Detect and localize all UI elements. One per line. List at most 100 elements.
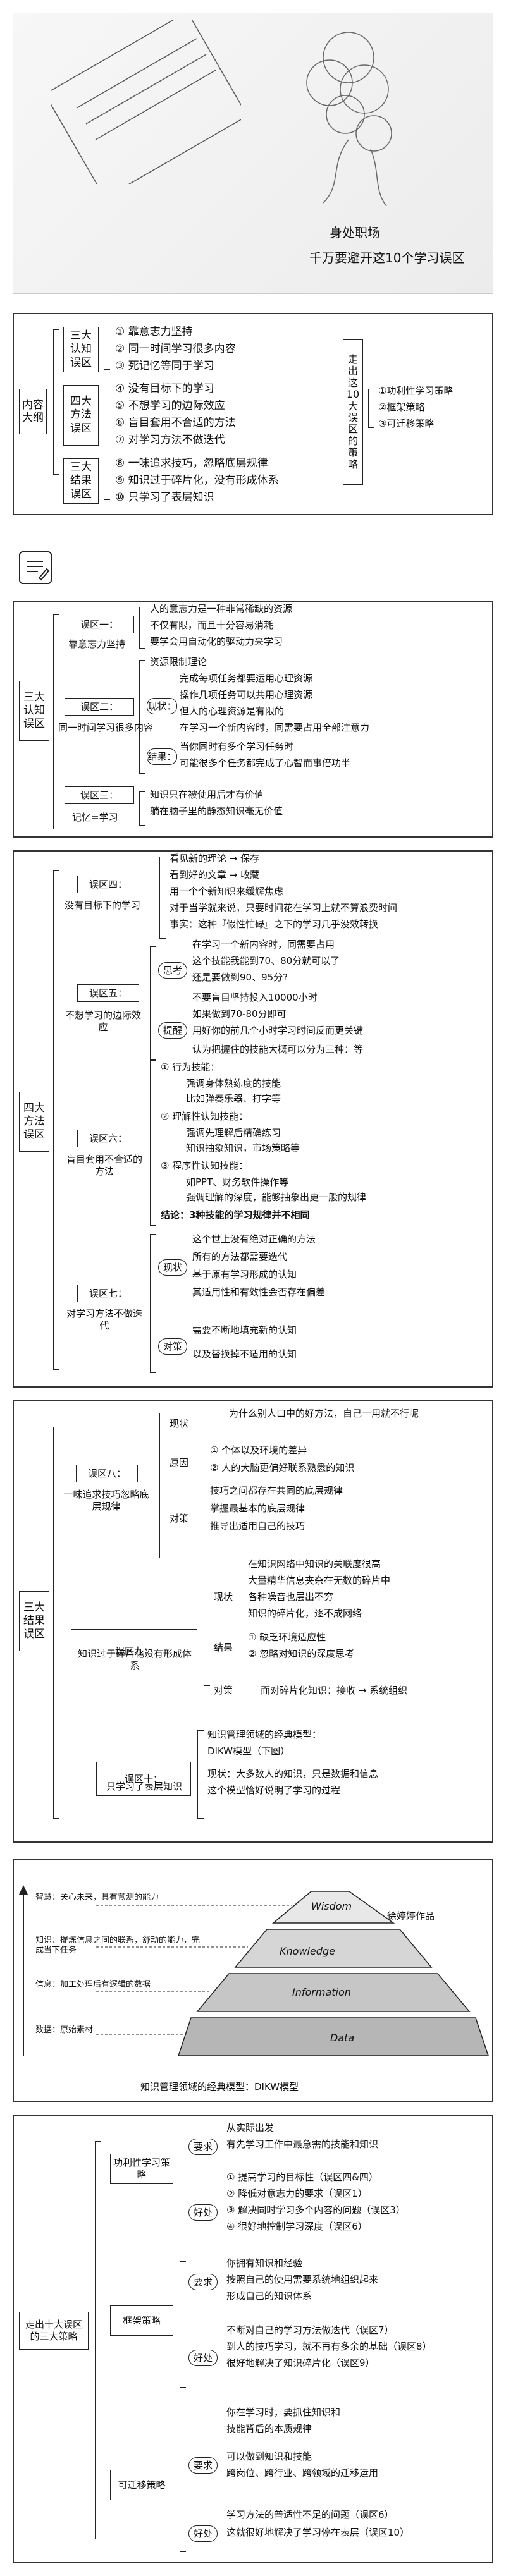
overview-item: ⑤ 不想学习的边际效应 [115, 400, 225, 412]
overview-item: ⑦ 对学习方法不做迭代 [115, 434, 225, 446]
strategy-s3-name: 可迁移策略 [110, 2470, 173, 2500]
tag-badge: 对策 [158, 1338, 187, 1355]
text-line: 推导出适用自己的技巧 [210, 1520, 305, 1532]
cognitive-e1-name: 误区一： [65, 616, 134, 633]
text-line: 很好地解决了知识碎片化（误区9） [226, 2357, 375, 2369]
dikw-label-information: Information [292, 1986, 351, 1998]
tag-badge: 要求 [188, 2274, 218, 2290]
overview-item: ⑥ 盲目套用不合适的方法 [115, 417, 236, 429]
strategy-title: 走出十大误区的三大策略 [19, 2312, 89, 2350]
text-line: 这个技能我能到70、80分就可以了 [192, 955, 340, 967]
text-line: 大量精华信息夹杂在无数的碎片中 [248, 1575, 391, 1586]
overview-item: ③ 死记忆等同于学习 [115, 360, 214, 372]
overview-group-3: 三大结果误区 [63, 458, 99, 504]
result-e9-sub: 知识过于碎片化没有形成体系 [77, 1648, 192, 1671]
text-line: 强调先理解后精确练习 [186, 1127, 281, 1138]
flower-sketch [306, 32, 392, 207]
text-line: 所有的方法都需要迭代 [192, 1251, 288, 1262]
text-line: 形成自己的知识体系 [226, 2290, 312, 2302]
text-line: 可能很多个任务都完成了心智而事倍功半 [180, 757, 351, 769]
text-line: 事实：这种『假性忙碌』之下的学习几乎没效转换 [170, 919, 379, 930]
text-line: 掌握最基本的底层规律 [210, 1503, 305, 1514]
text-line: 这个世上没有绝对正确的方法 [192, 1233, 316, 1245]
tag-badge: 提醒 [158, 1022, 187, 1039]
text-line: 对于当学就来说，只要时间花在学习上就不算浪费时间 [170, 902, 398, 913]
dikw-pyramid [19, 1885, 490, 2056]
header-illustration: 身处职场 千万要避开这10个学习误区 [13, 13, 493, 294]
dikw-note: 知识：提炼信息之间的联系，舒动的能力，完成当下任务 [35, 1936, 201, 1956]
overview-group-2: 四大方法误区 [63, 385, 99, 446]
method-e6-sub: 盲目套用不合适的方法 [66, 1154, 142, 1177]
result-e9-name: 误区九： [71, 1629, 197, 1673]
overview-item: ② 同一时间学习很多内容 [115, 343, 236, 355]
method-e5-sub: 不想学习的边际效应 [65, 1010, 141, 1033]
result-e10-name: 误区十： [96, 1762, 191, 1796]
text-line: 看见新的理论 → 保存 [170, 853, 260, 864]
tag-badge: 结果： [147, 748, 177, 765]
dikw-note: 智慧：关心未来，具有预测的能力 [35, 1893, 159, 1902]
text-line: 用一个个新知识来缓解焦虑 [170, 886, 284, 897]
text-line: 基于原有学习形成的认知 [192, 1269, 297, 1280]
tag-badge: 现状 [158, 1259, 187, 1276]
overview-strategy: ③可迁移策略 [378, 418, 435, 429]
text-line: ① 行为技能： [161, 1061, 220, 1073]
tag-badge: 思考 [158, 962, 187, 979]
text-line: ② 降低对意志力的要求（误区1） [226, 2188, 367, 2199]
result-e8-name: 误区八： [76, 1465, 138, 1482]
method-title: 四大方法误区 [19, 1092, 49, 1152]
text-line: 知识的碎片化，逐不成网络 [248, 1608, 362, 1619]
overview-strategy: ①功利性学习策略 [378, 385, 454, 396]
tag-label: 对策 [170, 1513, 189, 1524]
dikw-label-data: Data [330, 2032, 355, 2044]
text-line: 这就很好地解决了学习停在表层（误区10） [226, 2527, 410, 2538]
text-line: 面对碎片化知识：接收 → 系统组织 [261, 1685, 408, 1696]
dikw-label-wisdom: Wisdom [311, 1900, 352, 1912]
result-e8-sub: 一味追求技巧忽略底层规律 [63, 1489, 149, 1512]
text-line: 不断对自己的学习方法做迭代（误区7） [226, 2324, 394, 2336]
cognitive-e3-name: 误区三： [65, 786, 134, 804]
text-line: 不要盲目坚持投入10000小时 [192, 992, 318, 1003]
method-e7-sub: 对学习方法不做迭代 [66, 1308, 142, 1331]
cognitive-e2-sub: 同一时间学习很多内容 [58, 722, 154, 733]
cognitive-title: 三大认知误区 [19, 681, 49, 741]
dikw-note: 数据：原始素材 [35, 2025, 94, 2035]
text-line: 到人的技巧学习，就不再有多余的基础（误区8） [226, 2341, 432, 2352]
text-line: 各种噪音也层出不穷 [248, 1591, 334, 1602]
result-e10-sub: 只学习了表层知识 [106, 1781, 182, 1792]
result-section: 三大结果误区 误区八： 一味追求技巧忽略底层规律 现状 原因 对策 为什么别人口… [13, 1400, 493, 1843]
text-line: 如PPT、财务软件操作等 [186, 1176, 289, 1188]
overview-item: ① 靠意志力坚持 [115, 326, 193, 338]
text-line: 认为把握住的技能大概可以分为三种：等 [192, 1044, 364, 1055]
text-line: 资源限制理论 [150, 656, 207, 668]
text-line: ② 理解性认知技能： [161, 1111, 249, 1122]
text-line: 现状：大多数人的知识，只是数据和信息 [207, 1768, 379, 1779]
text-line: 在学习一个新内容时，同需要占用全部注意力 [180, 722, 370, 733]
tag-badge: 要求 [188, 2457, 218, 2474]
text-line: 要学会用自动化的驱动力来学习 [150, 636, 283, 647]
text-line: ③ 解决同时学习多个内容的问题（误区3） [226, 2204, 405, 2216]
text-line: 你在学习时，要抓住知识和 [226, 2407, 341, 2418]
text-line: ② 人的大脑更偏好联系熟悉的知识 [210, 1462, 355, 1474]
text-line: 学习方法的普适性不足的问题（误区6） [226, 2509, 394, 2520]
text-line: 不仅有限，而且十分容易消耗 [150, 620, 274, 631]
overview-strategy-title: 走出这10大误区的策略 [343, 339, 363, 485]
text-line: 可以做到知识和技能 [226, 2451, 312, 2462]
dikw-diagram: 徐婷婷作品 Wisdom Knowledge Information Data … [13, 1859, 493, 2102]
tag-badge: 现状： [147, 698, 177, 714]
text-line: ① 个体以及环境的差异 [210, 1444, 307, 1456]
text-line: 但人的心理资源是有限的 [180, 705, 285, 717]
text-line: 强调身体熟练度的技能 [186, 1078, 281, 1089]
header-caption-2: 千万要避开这10个学习误区 [309, 250, 465, 266]
text-line: 有先学习工作中最急需的技能和知识 [226, 2139, 379, 2150]
overview-mindmap: 内容大纲 三大认知误区 ① 靠意志力坚持 ② 同一时间学习很多内容 ③ 死记忆等… [13, 313, 493, 515]
method-section: 四大方法误区 误区四： 没有目标下的学习 看见新的理论 → 保存 看到好的文章 … [13, 850, 493, 1388]
dikw-note: 信息：加工处理后有逻辑的数据 [35, 1980, 151, 1989]
method-e4-sub: 没有目标下的学习 [65, 900, 141, 911]
text-line: 还是要做到90、95分? [192, 972, 288, 983]
text-line: ① 缺乏环境适应性 [248, 1632, 326, 1643]
tag-badge: 要求 [188, 2139, 218, 2155]
dikw-label-knowledge: Knowledge [280, 1945, 335, 1957]
tag-badge: 好处 [188, 2204, 218, 2221]
tag-label: 原因 [170, 1457, 189, 1468]
tag-label: 现状 [170, 1418, 189, 1429]
